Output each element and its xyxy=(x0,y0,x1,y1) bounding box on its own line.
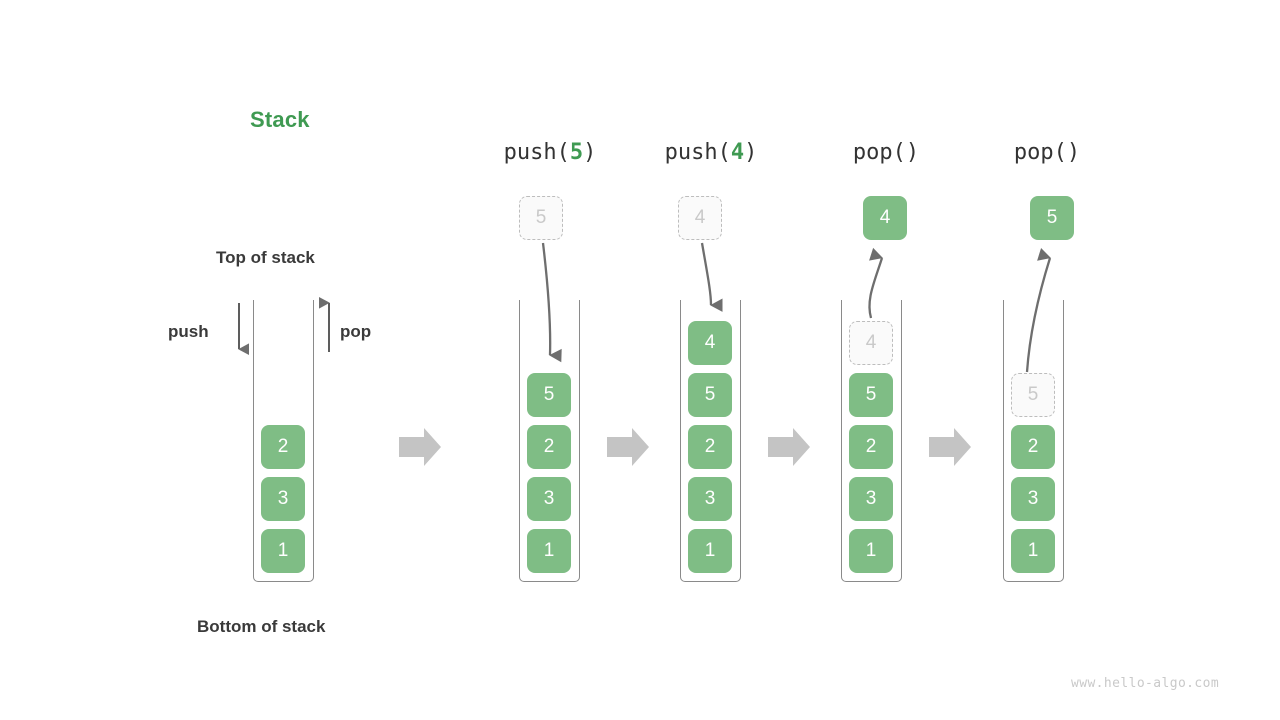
stack-cell: 3 xyxy=(849,477,893,521)
stack-cell: 3 xyxy=(261,477,305,521)
stack-cell: 2 xyxy=(1011,425,1055,469)
header-prefix: push( xyxy=(503,140,570,165)
header-arg: 5 xyxy=(569,140,584,165)
transition-arrow xyxy=(399,428,441,466)
stack-cell: 1 xyxy=(1011,529,1055,573)
header-suffix: ) xyxy=(905,140,920,165)
floating-cell-push-5: 5 xyxy=(519,196,563,240)
stack-cell: 3 xyxy=(1011,477,1055,521)
stack-cell: 3 xyxy=(527,477,571,521)
stack-cell: 2 xyxy=(527,425,571,469)
floating-cell-push-4: 4 xyxy=(678,196,722,240)
header-prefix: pop( xyxy=(852,140,906,165)
column-header-push-4: push(4) xyxy=(631,140,791,165)
transition-arrow xyxy=(768,428,810,466)
stack-container-push-4 xyxy=(680,300,741,582)
transition-arrow xyxy=(929,428,971,466)
column-header-pop-2: pop() xyxy=(967,140,1127,165)
page-title: Stack xyxy=(250,107,310,132)
watermark: www.hello-algo.com xyxy=(1071,676,1220,691)
stack-cell: 4 xyxy=(688,321,732,365)
stack-cell: 1 xyxy=(849,529,893,573)
stack-cell: 1 xyxy=(261,529,305,573)
column-header-push-5: push(5) xyxy=(470,140,630,165)
header-prefix: push( xyxy=(664,140,731,165)
stack-container-push-5 xyxy=(519,300,580,582)
stack-container-pop-2 xyxy=(1003,300,1064,582)
stack-cell: 2 xyxy=(849,425,893,469)
stack-cell: 1 xyxy=(527,529,571,573)
transition-arrow xyxy=(607,428,649,466)
stack-cell-ghost: 5 xyxy=(1011,373,1055,417)
stack-cell: 1 xyxy=(688,529,732,573)
header-prefix: pop( xyxy=(1013,140,1067,165)
label-top-of-stack: Top of stack xyxy=(216,248,315,267)
header-arg: 4 xyxy=(730,140,745,165)
push-4-motion-arrow xyxy=(700,242,723,312)
stack-container-initial xyxy=(253,300,314,582)
stack-cell: 5 xyxy=(688,373,732,417)
stack-cell: 3 xyxy=(688,477,732,521)
stack-container-pop-1 xyxy=(841,300,902,582)
floating-cell-popped-5: 5 xyxy=(1030,196,1074,240)
label-pop: pop xyxy=(340,322,372,341)
stack-cell: 2 xyxy=(261,425,305,469)
header-suffix: ) xyxy=(1066,140,1081,165)
label-push: push xyxy=(168,322,209,341)
stack-cell-ghost: 4 xyxy=(849,321,893,365)
column-header-pop-1: pop() xyxy=(806,140,966,165)
stack-cell: 5 xyxy=(527,373,571,417)
header-suffix: ) xyxy=(583,140,597,165)
stack-cell: 2 xyxy=(688,425,732,469)
floating-cell-popped-4: 4 xyxy=(863,196,907,240)
label-bottom-of-stack: Bottom of stack xyxy=(197,617,326,636)
stack-cell: 5 xyxy=(849,373,893,417)
header-suffix: ) xyxy=(744,140,758,165)
